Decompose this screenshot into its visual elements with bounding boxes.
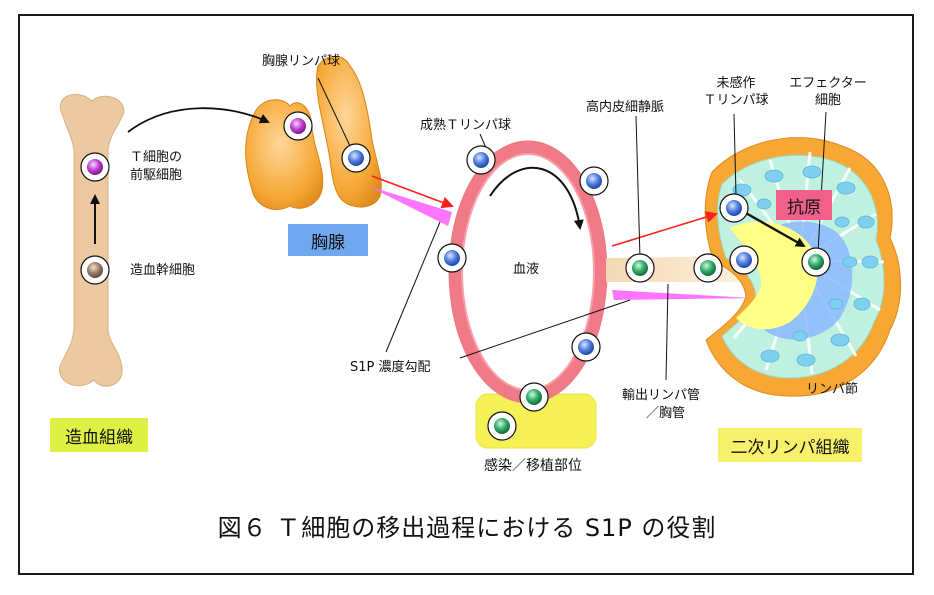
stem-cell [80, 255, 110, 285]
naive-t-label-2: Ｔリンパ球 [703, 93, 769, 108]
thymus-organ [245, 55, 382, 210]
bone-to-thymus-arrow [127, 107, 270, 133]
cells [80, 111, 831, 441]
effector-label-2: 細胞 [814, 93, 841, 108]
efferent-label-2: ／胸管 [646, 406, 686, 421]
site-cell-1 [519, 382, 549, 412]
hev-cell-green [625, 253, 655, 283]
site-cell-2 [487, 411, 517, 441]
node-cell-blue-1 [729, 245, 759, 275]
thymocyte-cell [341, 143, 371, 173]
blood-cell-2 [579, 166, 609, 196]
stem-cell-label: 造血幹細胞 [130, 263, 196, 278]
thymus-box: 胸腺 [288, 224, 368, 256]
thymus-to-blood-arrow [371, 175, 454, 209]
lymph-node-label: リンパ節 [806, 382, 859, 397]
blood-cell-3 [437, 243, 467, 273]
hev-label: 高内皮細静脈 [586, 100, 665, 115]
thymus-precursor-cell [283, 111, 313, 141]
circulation-arrow [489, 166, 584, 230]
infection-site-label: 感染／移植部位 [484, 458, 582, 474]
precursor-cell [80, 152, 110, 182]
secondary-lymphoid-box: 二次リンパ組織 [718, 428, 862, 462]
figure-caption: 図６ Ｔ細胞の移出過程における S1P の役割 [217, 514, 717, 542]
s1p-gradient-wedge-thymus [368, 186, 452, 226]
effector-cell [801, 247, 831, 277]
mature-t-label: 成熟Ｔリンパ球 [420, 118, 512, 133]
naive-t-label-1: 未感作 [716, 76, 756, 91]
t-cell-precursor-label-2: 前駆細胞 [130, 168, 183, 183]
naive-to-effector-arrow [743, 210, 806, 248]
blood-label: 血液 [513, 262, 540, 277]
bone-shape [59, 93, 125, 387]
pointer-lines [317, 77, 827, 381]
s1p-gradient-label: S1P 濃度勾配 [350, 360, 431, 375]
t-cell-precursor-label-1: Ｔ細胞の [130, 150, 183, 165]
blood-to-node-arrow [611, 211, 718, 247]
efferent-label-1: 輸出リンパ管 [622, 388, 701, 403]
hematopoietic-tissue-box: 造血組織 [50, 418, 148, 452]
blood-cell-1 [466, 145, 496, 175]
efferent-cell-green [693, 253, 723, 283]
effector-label-1: エフェクター [789, 76, 867, 91]
s1p-gradient-wedge-node [612, 290, 752, 300]
blood-cell-4 [571, 332, 601, 362]
naive-t-cell [719, 193, 749, 223]
antigen-box: 抗原 [776, 190, 832, 220]
thymus-lymphocyte-label: 胸腺リンパ球 [262, 54, 341, 69]
